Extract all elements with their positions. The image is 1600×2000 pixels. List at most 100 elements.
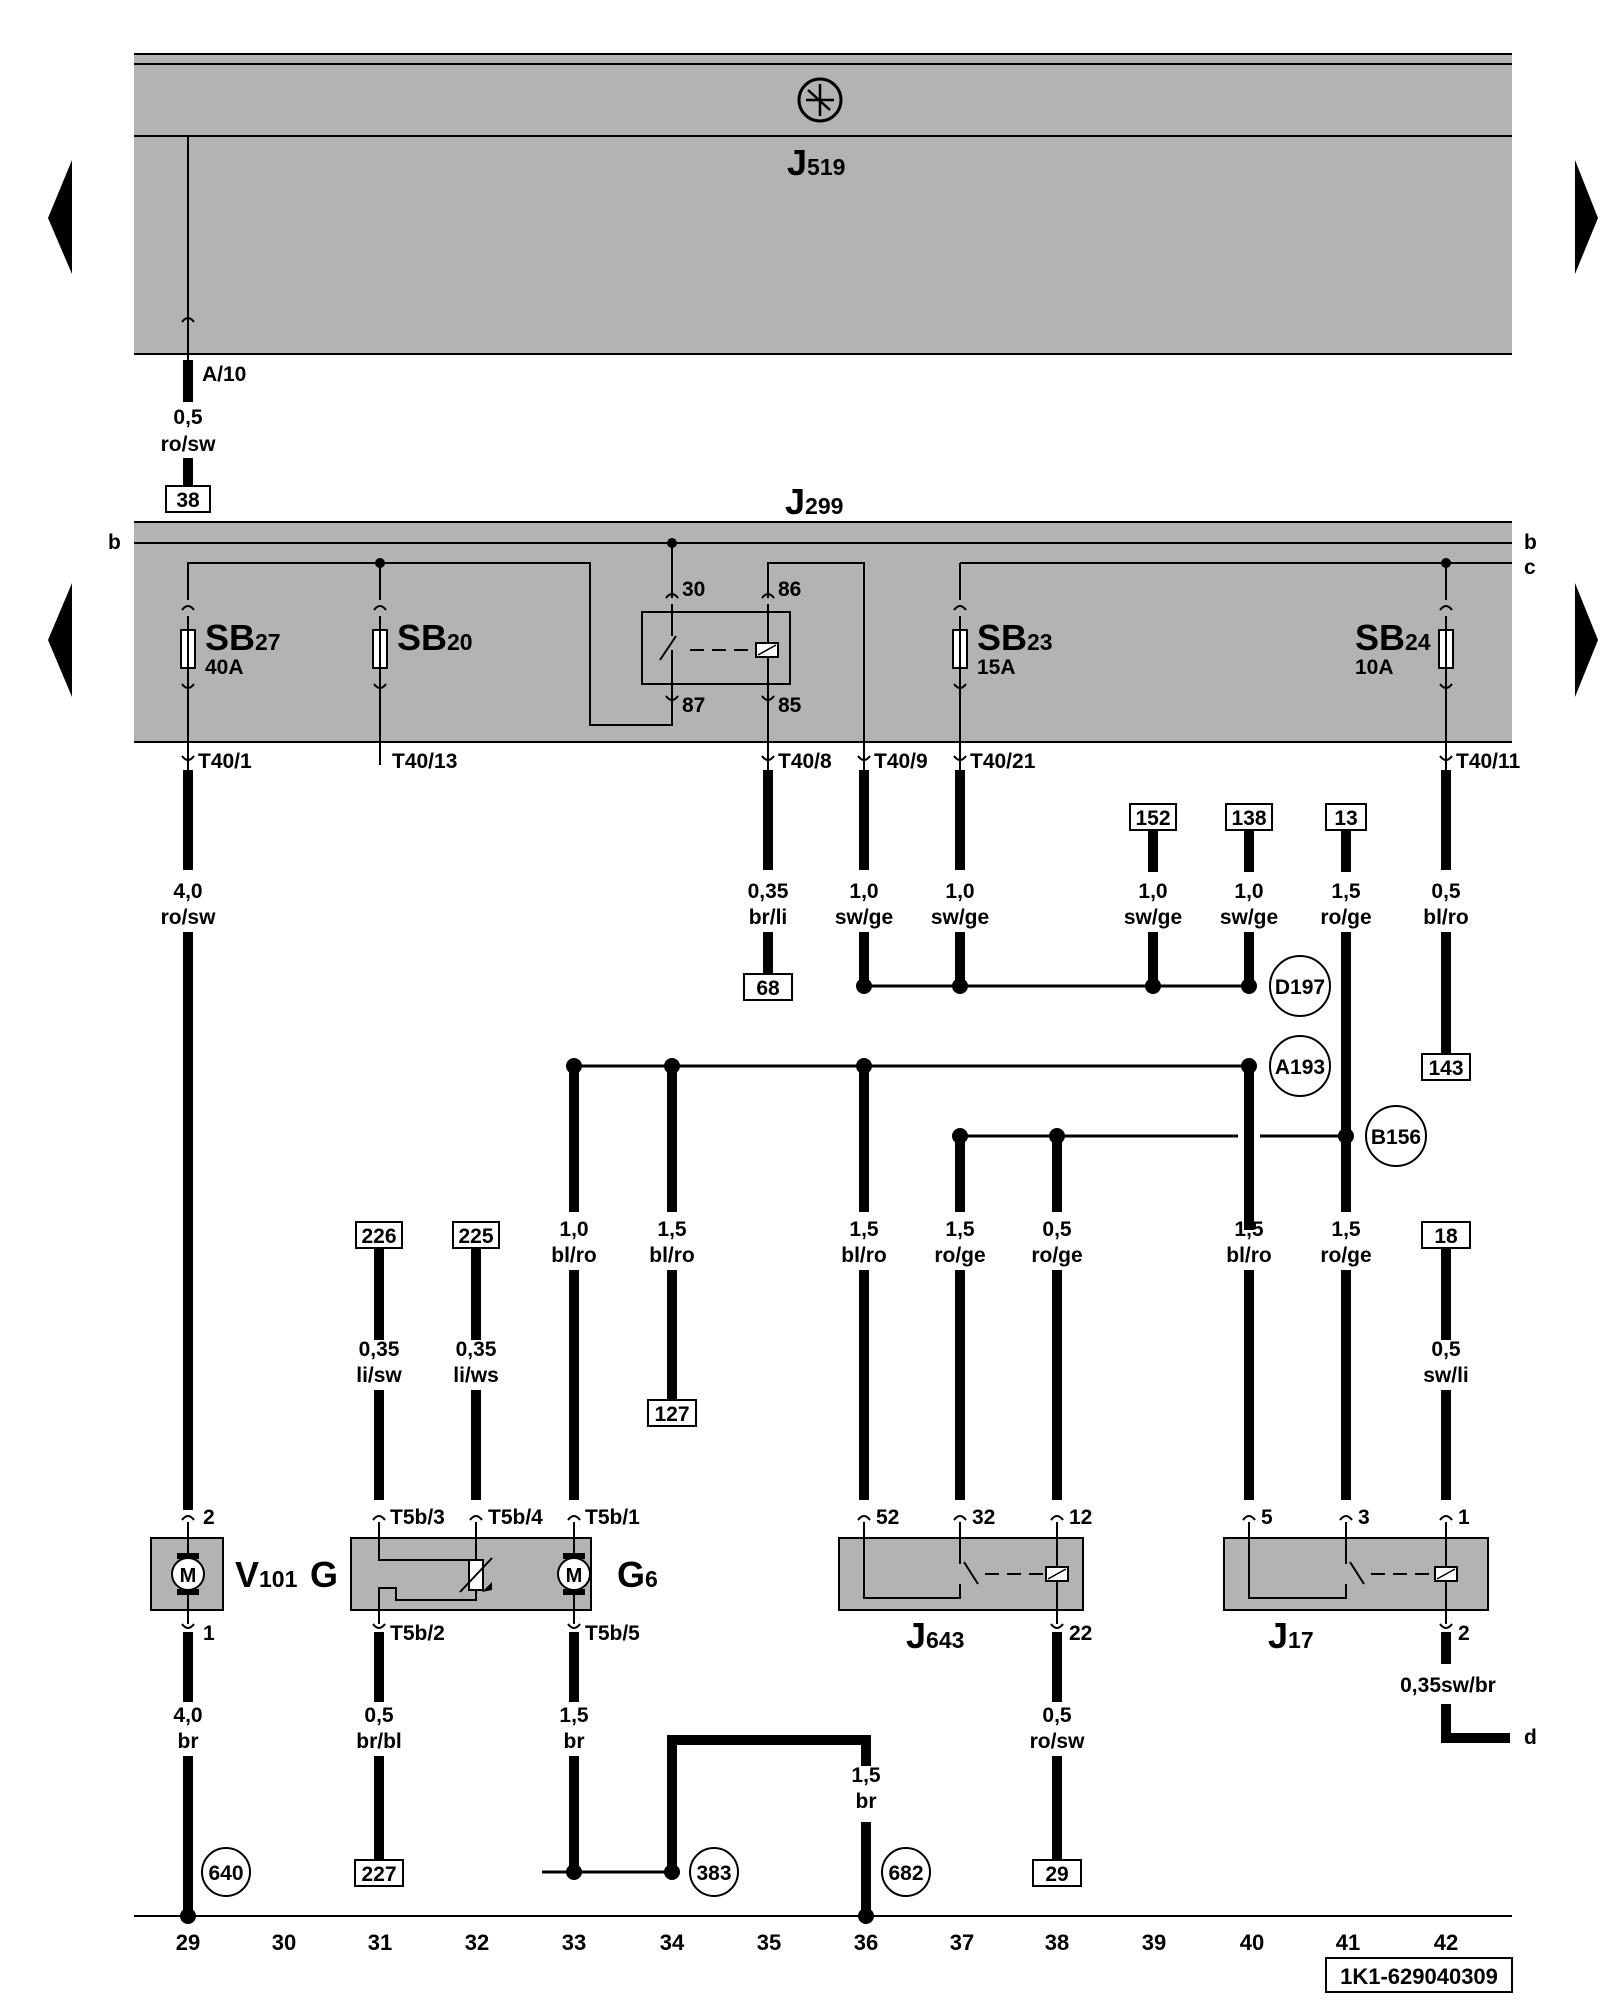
svg-text:M: M [566,1565,583,1587]
ref-box-13[interactable] [1325,803,1367,831]
wire-color-c31l: br/bl [356,1730,402,1753]
wire-size-a10: 0,5 [173,406,203,429]
pin-t5b-1: T5b/1 [585,1506,640,1529]
wire-size-c34: 1,5 [657,1218,687,1241]
svg-text:682: 682 [888,1862,923,1885]
wire-color-c34: bl/ro [649,1244,695,1267]
v101-label: V101 [235,1554,298,1595]
wire-size-c36: 1,5 [849,1218,879,1241]
svg-text:127: 127 [654,1403,689,1426]
svg-text:42: 42 [1434,1930,1458,1955]
connection-a193[interactable] [1269,1035,1331,1097]
svg-text:38: 38 [1045,1930,1069,1955]
relay-pin-86: 86 [778,578,801,601]
connection-b156[interactable] [1365,1105,1427,1167]
pin-t5b-4: T5b/4 [488,1506,543,1529]
ref-box-226[interactable] [355,1221,403,1249]
pin-t40-8: T40/8 [778,750,832,773]
ref-box-143[interactable] [1421,1053,1471,1081]
wire-size-c36l: 1,5 [851,1764,881,1787]
ref-box-138[interactable] [1225,803,1273,831]
sb23-rating: 15A [977,656,1016,679]
fuse-sb20 [372,605,388,742]
wire-size-c41: 1,5 [1331,1218,1361,1241]
wire-color-c29: ro/sw [161,906,217,929]
wire-size-t40-9: 1,0 [849,880,878,903]
wire-color-152: sw/ge [1124,906,1182,929]
prev-page-arrow-icon[interactable] [48,160,72,274]
ref-box-38[interactable] [165,485,211,513]
pin-j17-5: 5 [1261,1506,1273,1529]
wire-color-c33: bl/ro [551,1244,597,1267]
ground-682[interactable] [881,1847,931,1897]
wire-color-t40-11: bl/ro [1423,906,1469,929]
svg-text:152: 152 [1135,807,1170,830]
wire-size-c38l: 0,5 [1042,1704,1072,1727]
relay-pin-30: 30 [682,578,705,601]
pin-j643-32: 32 [972,1506,995,1529]
motor-icon-g6: M [557,1553,591,1595]
relay-pin-85: 85 [778,694,802,717]
sb27-label: SB27 [205,617,281,658]
rail-d-right: d [1524,1726,1537,1749]
wire-size-226: 0,35 [359,1338,400,1361]
ref-box-227[interactable] [354,1859,404,1887]
diagram-code: 1K1-629040309 [1340,1964,1498,1989]
wire-color-c36: bl/ro [841,1244,887,1267]
diagram-code-box [1325,1957,1513,1993]
j17-label: J17 [1268,1615,1314,1656]
wire-color-c36l: br [856,1790,877,1813]
wire-size-c42: 0,5 [1431,1338,1461,1361]
pin-j643-22: 22 [1069,1622,1092,1645]
ref-box-29[interactable] [1032,1859,1082,1887]
pin-j643-12: 12 [1069,1506,1092,1529]
svg-text:35: 35 [757,1930,781,1955]
rail-b-right: b [1524,531,1537,554]
svg-text:39: 39 [1142,1930,1166,1955]
motor-icon-v101: M [171,1553,205,1595]
pin-j643-52: 52 [876,1506,899,1529]
wire-size-152: 1,0 [1138,880,1167,903]
fuse-sb23 [952,605,968,742]
wire-size-c31l: 0,5 [364,1704,394,1727]
wire-color-c37: ro/ge [934,1244,985,1267]
next-page-arrow-icon[interactable] [1575,160,1598,274]
wire-size-c37: 1,5 [945,1218,975,1241]
svg-text:30: 30 [272,1930,296,1955]
ground-383[interactable] [689,1847,739,1897]
pin-t40-11: T40/11 [1456,750,1521,773]
ref-box-152[interactable] [1129,803,1177,831]
sb23-label: SB23 [977,617,1053,658]
column-numbers: 29 30 31 32 33 34 35 36 37 38 39 40 41 4… [176,1930,1458,1955]
wire-color-c42: sw/li [1423,1364,1469,1387]
g6-label: G6 [617,1554,658,1595]
wire-size-13: 1,5 [1331,880,1361,903]
ref-box-68[interactable] [743,973,793,1001]
pin-j17-1: 1 [1458,1506,1470,1529]
sb20-label: SB20 [397,617,473,658]
fuse-sb24 [1438,605,1454,742]
ground-640[interactable] [201,1847,251,1897]
svg-text:31: 31 [368,1930,392,1955]
wire-color-c38u: ro/ge [1031,1244,1082,1267]
pin-v101-2: 2 [203,1506,215,1529]
wire-color-t40-21: sw/ge [931,906,989,929]
pin-t40-9: T40/9 [874,750,928,773]
next-page-arrow-icon-2[interactable] [1575,583,1598,697]
wire-size-c29l: 4,0 [173,1704,202,1727]
prev-page-arrow-icon-2[interactable] [48,583,72,697]
svg-text:143: 143 [1428,1057,1463,1080]
svg-text:37: 37 [950,1930,974,1955]
g-label: G [310,1554,338,1595]
connection-d197[interactable] [1269,955,1331,1017]
wire-size-c33: 1,0 [559,1218,588,1241]
ref-box-18[interactable] [1421,1221,1471,1249]
j519-label: J519 [787,142,845,183]
wire-color-c38l: ro/sw [1030,1730,1086,1753]
svg-text:225: 225 [458,1225,493,1248]
ref-box-127[interactable] [647,1399,697,1427]
pin-t5b-2: T5b/2 [390,1622,445,1645]
svg-text:36: 36 [854,1930,878,1955]
j299-label: J299 [785,481,843,522]
relay-j299 [641,593,791,742]
